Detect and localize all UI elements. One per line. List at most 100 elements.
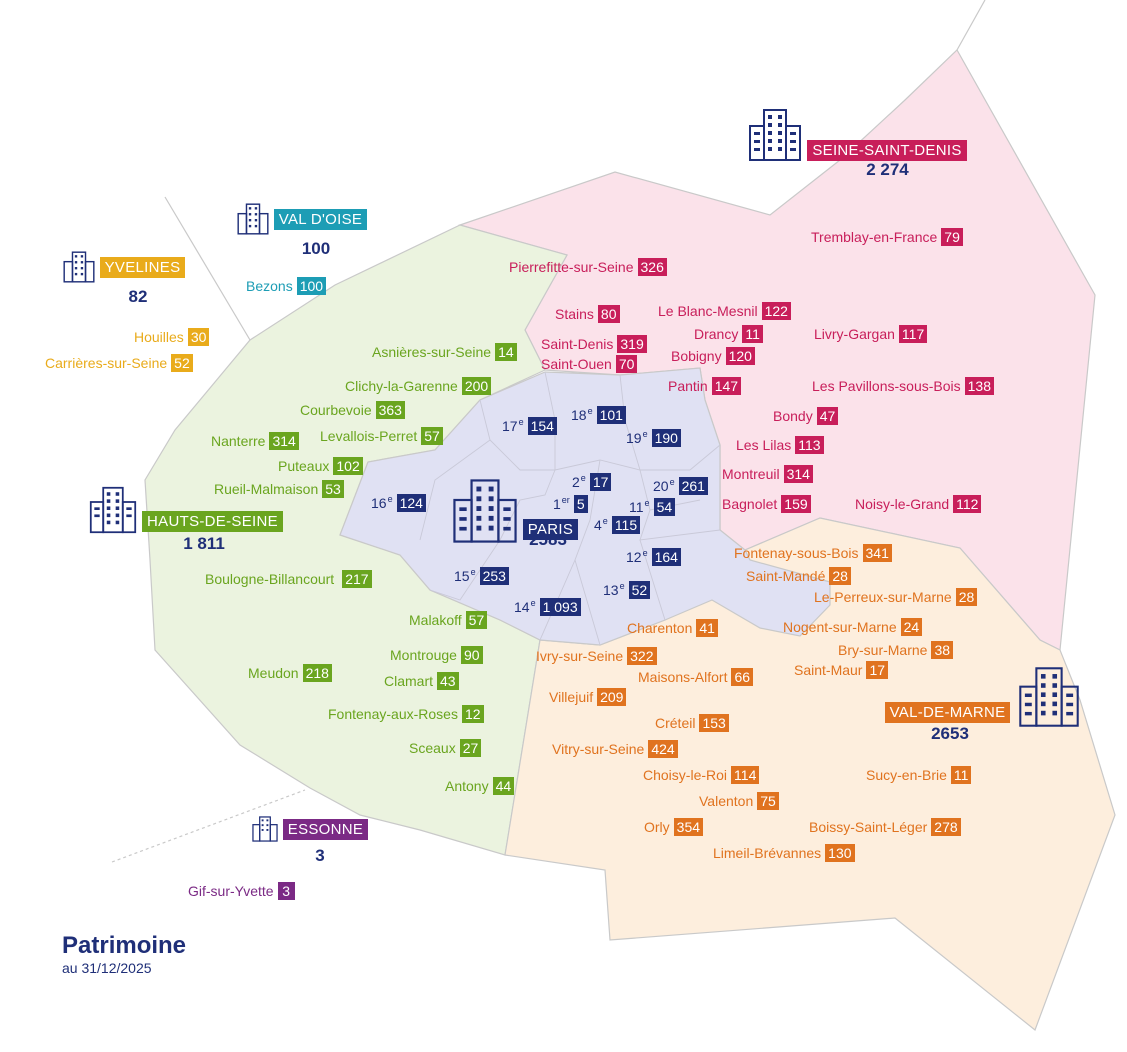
dept-name-seine-saint-denis: SEINE-SAINT-DENIS — [807, 139, 967, 161]
building-icon — [89, 486, 137, 534]
building-icon — [1019, 667, 1080, 727]
dept-total-paris: 2583 — [529, 530, 567, 549]
dept-total-val-d-oise: 100 — [301, 239, 331, 258]
building-icon — [252, 816, 278, 842]
dept-seine-saint-denis: SEINE-SAINT-DENIS 2 274 — [745, 108, 970, 180]
dept-name-val-de-marne: VAL-DE-MARNE — [884, 701, 1011, 723]
dept-name-hauts-de-seine: HAUTS-DE-SEINE — [142, 510, 283, 532]
dept-total-yvelines: 82 — [128, 287, 148, 306]
dept-val-de-marne: VAL-DE-MARNE 2653 — [880, 666, 1090, 744]
building-icon — [453, 479, 517, 543]
dept-name-yvelines: YVELINES — [99, 256, 186, 278]
border-line — [956, 0, 986, 51]
map-title: Patrimoine au 31/12/2025 — [62, 932, 186, 976]
dept-yvelines: YVELINES 82 — [60, 251, 188, 307]
dept-total-seine-saint-denis: 2 274 — [866, 160, 909, 179]
dept-name-val-d-oise: VAL D'OISE — [273, 208, 368, 230]
border-line — [111, 789, 306, 863]
dept-paris: PARIS 2583 — [450, 478, 580, 550]
border-line — [164, 196, 251, 341]
dept-name-essonne: ESSONNE — [282, 818, 369, 840]
dept-essonne: ESSONNE 3 — [250, 816, 370, 866]
subtitle-text: au 31/12/2025 — [62, 960, 152, 976]
dept-total-essonne: 3 — [315, 846, 325, 865]
title-text: Patrimoine — [62, 932, 187, 959]
dept-total-hauts-de-seine: 1 811 — [183, 534, 225, 553]
dept-hauts-de-seine: HAUTS-DE-SEINE 1 811 — [86, 486, 286, 554]
building-icon — [237, 203, 269, 235]
dept-val-d-oise: VAL D'OISE 100 — [232, 203, 372, 259]
building-icon — [749, 109, 802, 161]
dept-total-val-de-marne: 2653 — [931, 724, 969, 743]
building-icon — [63, 251, 95, 283]
dept-name-paris: PARIS — [522, 518, 579, 540]
